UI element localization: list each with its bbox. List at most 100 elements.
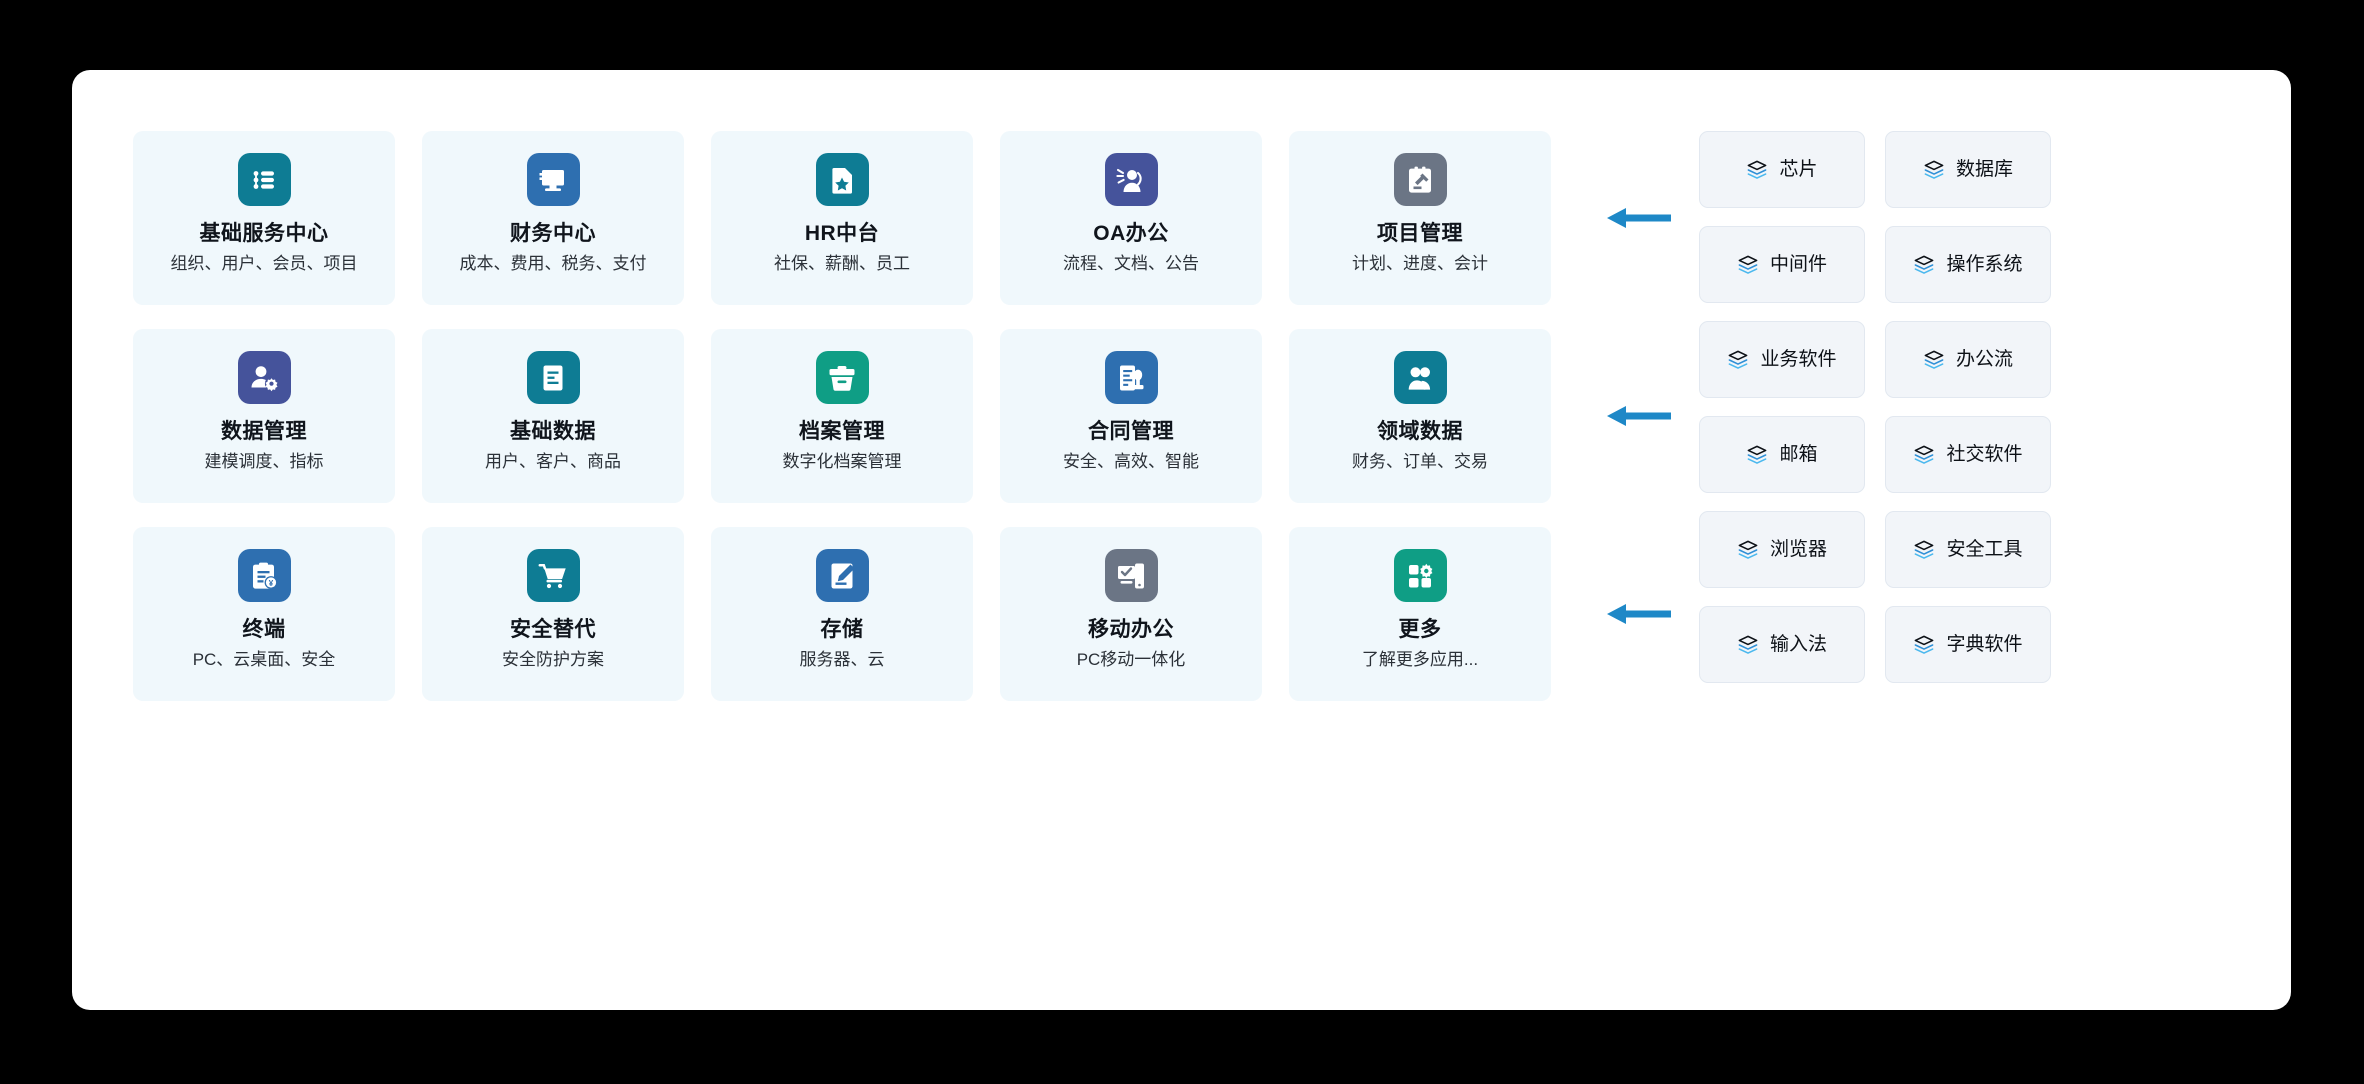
- users-icon: [1393, 351, 1447, 404]
- app-card[interactable]: HR中台社保、薪酬、员工: [711, 131, 973, 305]
- layers-icon: [1737, 254, 1759, 276]
- tag-card[interactable]: 输入法: [1699, 606, 1865, 683]
- document-lines-icon: [526, 351, 580, 404]
- app-card[interactable]: 更多了解更多应用...: [1289, 527, 1551, 701]
- tag-label: 中间件: [1769, 254, 1827, 275]
- tag-label: 社交软件: [1946, 444, 2023, 465]
- app-card[interactable]: ¥ 终端 PC、云桌面、安全: [133, 527, 395, 701]
- arrow-row-1-icon: [1607, 205, 1671, 231]
- monitor-icon: [526, 153, 580, 206]
- app-card-description: 安全、高效、智能: [1063, 452, 1199, 471]
- layers-icon: [1727, 349, 1749, 371]
- tag-card[interactable]: 邮箱: [1699, 416, 1865, 493]
- app-card[interactable]: 移动办公 PC移动一体化: [1000, 527, 1262, 701]
- app-card-description: PC、云桌面、安全: [192, 650, 336, 669]
- shopping-cart-icon: [526, 549, 580, 602]
- tag-card[interactable]: 浏览器: [1699, 511, 1865, 588]
- app-card-title: 终端: [242, 618, 286, 641]
- layers-icon: [1913, 444, 1935, 466]
- layers-icon: [1923, 159, 1945, 181]
- app-card-title: OA办公: [1093, 222, 1169, 245]
- app-card-title: 安全替代: [510, 618, 596, 641]
- tag-card[interactable]: 安全工具: [1885, 511, 2051, 588]
- tag-label: 邮箱: [1779, 444, 1818, 465]
- tag-label: 浏览器: [1769, 539, 1827, 560]
- tag-card[interactable]: 芯片: [1699, 131, 1865, 208]
- app-card-title: HR中台: [804, 222, 880, 245]
- arrow-row-2-icon: [1607, 403, 1671, 429]
- clipboard-gavel-icon: [1393, 153, 1447, 206]
- tag-card[interactable]: 办公流: [1885, 321, 2051, 398]
- app-card-description: 用户、客户、商品: [485, 452, 621, 471]
- app-card-title: 档案管理: [799, 420, 885, 443]
- tag-label: 数据库: [1955, 159, 2013, 180]
- app-card-title: 更多: [1398, 618, 1442, 641]
- contract-stamp-icon: [1104, 351, 1158, 404]
- app-card-description: 成本、费用、税务、支付: [459, 254, 647, 273]
- layers-icon: [1913, 254, 1935, 276]
- announce-person-icon: [1104, 153, 1158, 206]
- person-gear-icon: [237, 351, 291, 404]
- tag-label: 输入法: [1769, 634, 1827, 655]
- clipboard-yuan-icon: ¥: [237, 549, 291, 602]
- app-card-description: 建模调度、指标: [204, 452, 324, 471]
- grid-gear-icon: [1393, 549, 1447, 602]
- app-card[interactable]: 基础数据用户、客户、商品: [422, 329, 684, 503]
- layers-icon: [1746, 444, 1768, 466]
- app-card[interactable]: 档案管理数字化档案管理: [711, 329, 973, 503]
- app-card-title: 存储: [820, 618, 864, 641]
- tag-label: 业务软件: [1760, 349, 1837, 370]
- tag-label: 操作系统: [1946, 254, 2023, 275]
- tag-label: 芯片: [1779, 159, 1818, 180]
- app-card-title: 移动办公: [1088, 618, 1174, 641]
- technology-tag-grid: 芯片 数据库中间件 操作系统业务软件 办公流邮箱 社交软件浏览器 安全工具输入法 字典软件: [1699, 131, 2051, 683]
- app-card[interactable]: 数据管理建模调度、指标: [133, 329, 395, 503]
- tag-card[interactable]: 字典软件: [1885, 606, 2051, 683]
- app-card[interactable]: 项目管理计划、进度、会计: [1289, 131, 1551, 305]
- app-card-description: 流程、文档、公告: [1063, 254, 1199, 273]
- tag-label: 安全工具: [1946, 539, 2023, 560]
- tag-card[interactable]: 中间件: [1699, 226, 1865, 303]
- layers-icon: [1737, 539, 1759, 561]
- list-outline-icon: [237, 153, 291, 206]
- document-pen-icon: [815, 549, 869, 602]
- app-card-description: 数字化档案管理: [782, 452, 902, 471]
- app-card-title: 基础服务中心: [199, 222, 329, 245]
- document-star-icon: [815, 153, 869, 206]
- tag-card[interactable]: 数据库: [1885, 131, 2051, 208]
- tag-card[interactable]: 社交软件: [1885, 416, 2051, 493]
- app-card-description: 财务、订单、交易: [1352, 452, 1488, 471]
- app-card-title: 领域数据: [1377, 420, 1463, 443]
- arrow-row-3-icon: [1607, 601, 1671, 627]
- app-card[interactable]: 安全替代安全防护方案: [422, 527, 684, 701]
- app-card-title: 数据管理: [221, 420, 307, 443]
- app-card[interactable]: 财务中心成本、费用、税务、支付: [422, 131, 684, 305]
- app-card[interactable]: 存储服务器、云: [711, 527, 973, 701]
- app-card-description: 安全防护方案: [502, 650, 604, 669]
- tag-label: 字典软件: [1946, 634, 2023, 655]
- app-card[interactable]: 领域数据财务、订单、交易: [1289, 329, 1551, 503]
- app-card[interactable]: 基础服务中心组织、用户、会员、项目: [133, 131, 395, 305]
- app-card-title: 合同管理: [1088, 420, 1174, 443]
- tag-card[interactable]: 业务软件: [1699, 321, 1865, 398]
- layers-icon: [1913, 539, 1935, 561]
- app-card-title: 项目管理: [1377, 222, 1463, 245]
- tag-card[interactable]: 操作系统: [1885, 226, 2051, 303]
- app-card-description: 社保、薪酬、员工: [774, 254, 910, 273]
- layers-icon: [1923, 349, 1945, 371]
- tag-label: 办公流: [1955, 349, 2013, 370]
- archive-box-icon: [815, 351, 869, 404]
- devices-icon: [1104, 549, 1158, 602]
- layers-icon: [1746, 159, 1768, 181]
- layers-icon: [1913, 634, 1935, 656]
- app-card-description: PC移动一体化: [1076, 650, 1186, 669]
- app-card-description: 了解更多应用...: [1361, 650, 1479, 669]
- app-card[interactable]: OA办公流程、文档、公告: [1000, 131, 1262, 305]
- svg-text:¥: ¥: [269, 579, 274, 588]
- arrow-column: [1585, 131, 1697, 701]
- app-card-title: 财务中心: [510, 222, 596, 245]
- app-card[interactable]: 合同管理安全、高效、智能: [1000, 329, 1262, 503]
